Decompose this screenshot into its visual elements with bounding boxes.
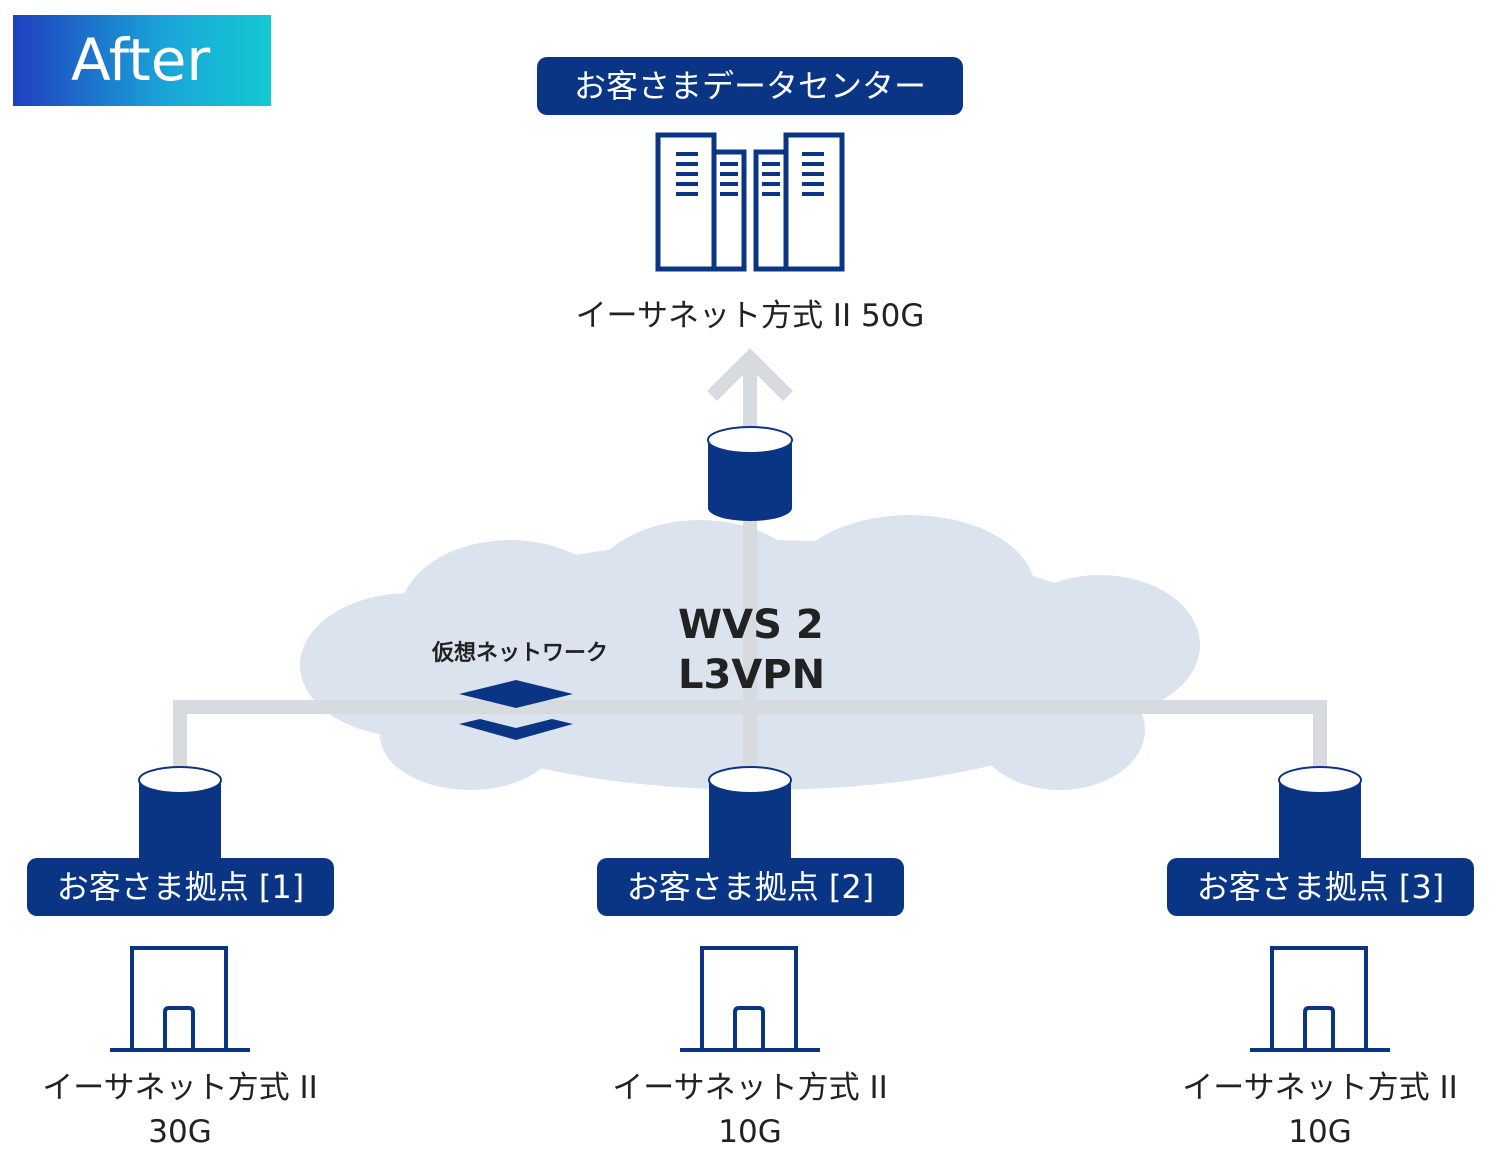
building-icon-site-2 <box>680 946 820 1052</box>
datacenter-bandwidth: 50G <box>860 298 925 334</box>
datacenter-label: お客さまデータセンター <box>537 57 963 115</box>
router-cylinder-icon-site-3 <box>1278 766 1362 860</box>
datacenter-link-caption: イーサネット方式 II 50G <box>500 294 1000 338</box>
router-cylinder-icon-site-1 <box>138 766 222 860</box>
network-name-line2: L3VPN <box>678 652 826 698</box>
site-label-2: お客さま拠点 [2] <box>597 858 904 916</box>
site-link-type-2: イーサネット方式 II <box>612 1070 888 1106</box>
site-caption-2: イーサネット方式 II 10G <box>600 1066 900 1154</box>
site-label-3: お客さま拠点 [3] <box>1167 858 1474 916</box>
datacenter-link-type: イーサネット方式 II <box>575 298 852 334</box>
site-bandwidth-3: 10G <box>1288 1114 1352 1150</box>
after-badge: After <box>13 15 271 106</box>
building-icon-site-1 <box>110 946 250 1052</box>
site-link-type-3: イーサネット方式 II <box>1182 1070 1458 1106</box>
site-link-type-1: イーサネット方式 II <box>42 1070 318 1106</box>
site-caption-3: イーサネット方式 II 10G <box>1170 1066 1470 1154</box>
virtual-network-label: 仮想ネットワーク <box>432 641 609 666</box>
arrow-head <box>707 348 793 401</box>
layers-icon <box>459 680 573 740</box>
site-caption-1: イーサネット方式 II 30G <box>30 1066 330 1154</box>
building-icon-site-3 <box>1250 946 1390 1052</box>
router-cylinder-icon-datacenter <box>707 426 793 521</box>
network-name-line1: WVS 2 <box>678 602 824 648</box>
site-label-1: お客さま拠点 [1] <box>27 858 334 916</box>
site-bandwidth-2: 10G <box>718 1114 782 1150</box>
site-bandwidth-1: 30G <box>148 1114 212 1150</box>
server-rack-icon <box>655 132 845 272</box>
router-cylinder-icon-site-2 <box>708 766 792 860</box>
network-name: WVS 2 L3VPN <box>678 600 825 700</box>
